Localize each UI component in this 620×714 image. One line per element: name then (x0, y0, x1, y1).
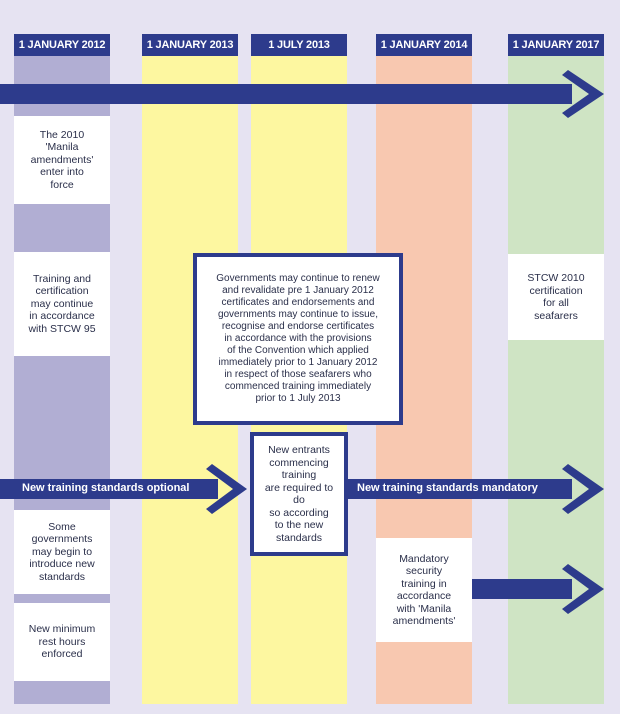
box-stcw2010-all: STCW 2010 certification for all seafarer… (508, 254, 604, 340)
box-manila-enter-force: The 2010 'Manila amendments' enter into … (14, 116, 110, 204)
column-2017 (508, 56, 604, 704)
box-some-governments: Some governments may begin to introduce … (14, 510, 110, 594)
box-new-entrants: New entrants commencing training are req… (250, 432, 348, 556)
header-jan-2014: 1 JANUARY 2014 (376, 34, 472, 56)
box-training-stcw95: Training and certification may continue … (14, 252, 110, 356)
box-rest-hours: New minimum rest hours enforced (14, 603, 110, 681)
header-jan-2012: 1 JANUARY 2012 (14, 34, 110, 56)
box-governments-renew: Governments may continue to renew and re… (193, 253, 403, 425)
label-standards-mandatory: New training standards mandatory (357, 482, 538, 494)
label-standards-optional: New training standards optional (22, 482, 190, 494)
header-jan-2017: 1 JANUARY 2017 (508, 34, 604, 56)
header-jan-2013: 1 JANUARY 2013 (142, 34, 238, 56)
header-jul-2013: 1 JULY 2013 (251, 34, 347, 56)
box-mandatory-security: Mandatory security training in accordanc… (376, 538, 472, 642)
